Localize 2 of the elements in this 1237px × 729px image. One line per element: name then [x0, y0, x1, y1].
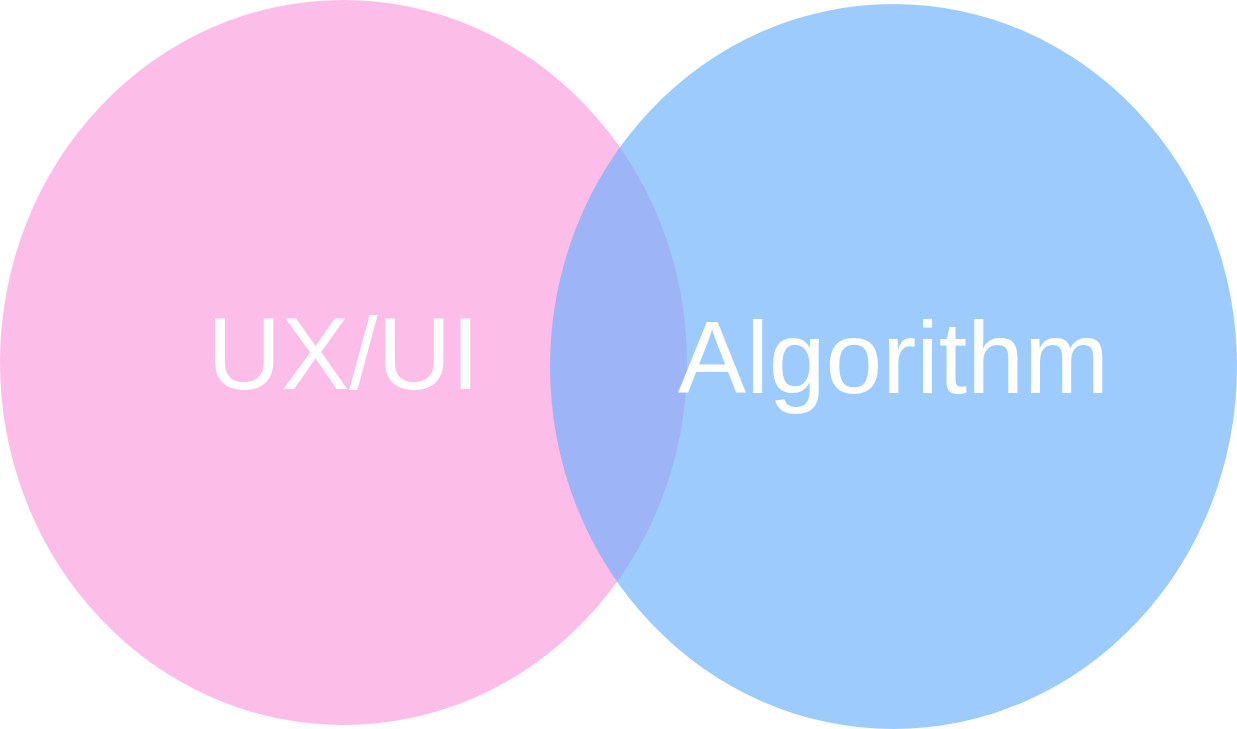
set-label: UX/UI — [206, 295, 481, 413]
set-label: Algorithm — [677, 299, 1110, 417]
